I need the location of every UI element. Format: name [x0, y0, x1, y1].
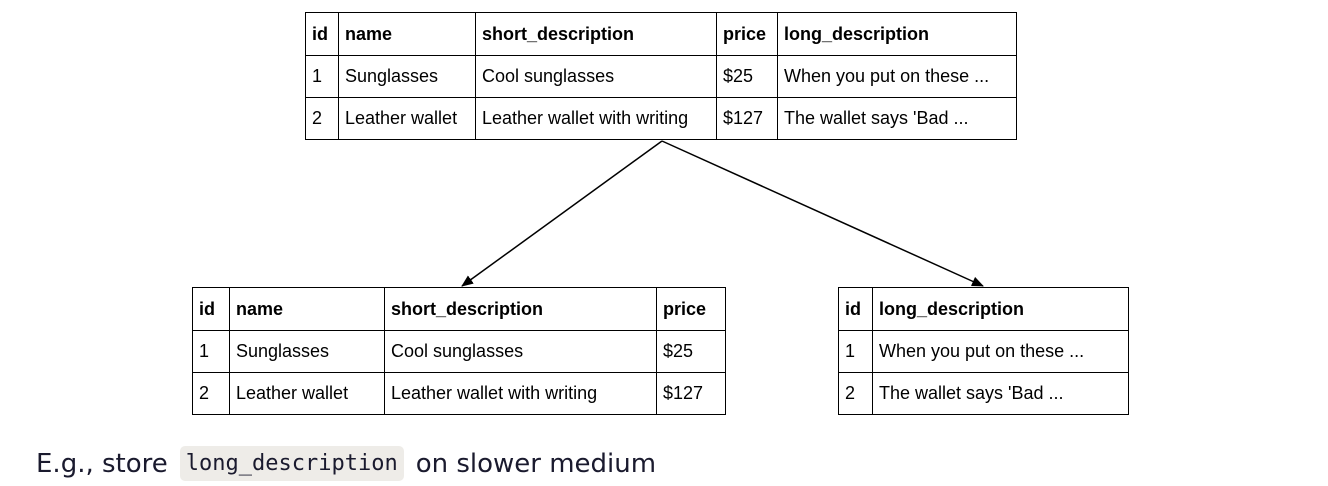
column-header-long-description: long_description [872, 287, 1129, 331]
cell-id: 2 [305, 97, 339, 140]
cell-long-description: When you put on these ... [777, 55, 1017, 98]
table-row: 1 Sunglasses Cool sunglasses $25 [192, 330, 726, 373]
cell-name: Leather wallet [338, 97, 476, 140]
table-header-row: id long_description [838, 287, 1129, 331]
cell-name: Sunglasses [338, 55, 476, 98]
table-header-row: id name short_description price [192, 287, 726, 331]
cell-name: Leather wallet [229, 372, 385, 415]
products-table: id name short_description price long_des… [305, 12, 1017, 140]
cell-id: 2 [192, 372, 230, 415]
column-header-id: id [192, 287, 230, 331]
cell-long-description: The wallet says 'Bad ... [872, 372, 1129, 415]
products-main-table: id name short_description price 1 Sungla… [192, 287, 726, 415]
cell-short-description: Cool sunglasses [475, 55, 717, 98]
cell-price: $25 [656, 330, 726, 373]
cell-long-description: The wallet says 'Bad ... [777, 97, 1017, 140]
cell-price: $127 [656, 372, 726, 415]
column-header-price: price [716, 12, 778, 56]
cell-price: $127 [716, 97, 778, 140]
table-row: 1 Sunglasses Cool sunglasses $25 When yo… [305, 55, 1017, 98]
cell-long-description: When you put on these ... [872, 330, 1129, 373]
column-header-short-description: short_description [384, 287, 657, 331]
table-row: 2 Leather wallet Leather wallet with wri… [305, 97, 1017, 140]
cell-short-description: Leather wallet with writing [475, 97, 717, 140]
table-row: 2 The wallet says 'Bad ... [838, 372, 1129, 415]
long-description-table: id long_description 1 When you put on th… [838, 287, 1129, 415]
column-header-long-description: long_description [777, 12, 1017, 56]
cell-id: 1 [838, 330, 873, 373]
column-header-name: name [338, 12, 476, 56]
table-header-row: id name short_description price long_des… [305, 12, 1017, 56]
arrow-to-left-table [461, 140, 663, 287]
arrow-to-right-table [661, 140, 984, 287]
caption-code: long_description [179, 446, 404, 481]
cell-id: 1 [305, 55, 339, 98]
caption-suffix: on slower medium [415, 448, 657, 479]
cell-name: Sunglasses [229, 330, 385, 373]
cell-id: 1 [192, 330, 230, 373]
column-header-price: price [656, 287, 726, 331]
caption: E.g., store long_description on slower m… [36, 446, 656, 481]
column-header-id: id [838, 287, 873, 331]
table-row: 2 Leather wallet Leather wallet with wri… [192, 372, 726, 415]
caption-prefix: E.g., store [36, 448, 168, 479]
cell-short-description: Cool sunglasses [384, 330, 657, 373]
column-header-short-description: short_description [475, 12, 717, 56]
column-header-id: id [305, 12, 339, 56]
table-row: 1 When you put on these ... [838, 330, 1129, 373]
cell-short-description: Leather wallet with writing [384, 372, 657, 415]
cell-id: 2 [838, 372, 873, 415]
cell-price: $25 [716, 55, 778, 98]
column-header-name: name [229, 287, 385, 331]
